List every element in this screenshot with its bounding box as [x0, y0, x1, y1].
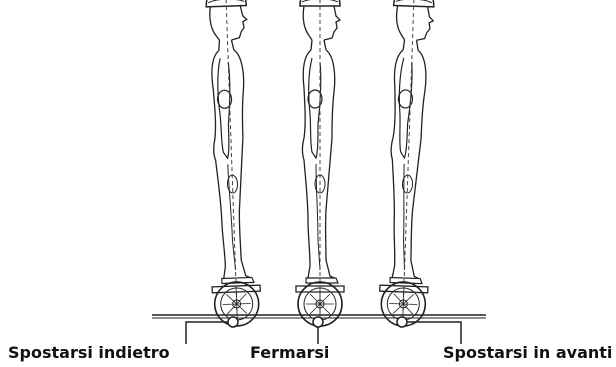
label-move-forward: Spostarsi in avanti — [443, 343, 612, 363]
rider-backward — [201, 0, 261, 327]
rider-forward — [379, 0, 439, 327]
pointer-backward — [186, 317, 238, 344]
rider-stop — [296, 0, 344, 326]
pointer-forward — [397, 317, 461, 344]
pointer-stop — [313, 317, 323, 344]
label-move-backward: Spostarsi indietro — [8, 343, 170, 363]
label-stop: Fermarsi — [250, 343, 329, 363]
